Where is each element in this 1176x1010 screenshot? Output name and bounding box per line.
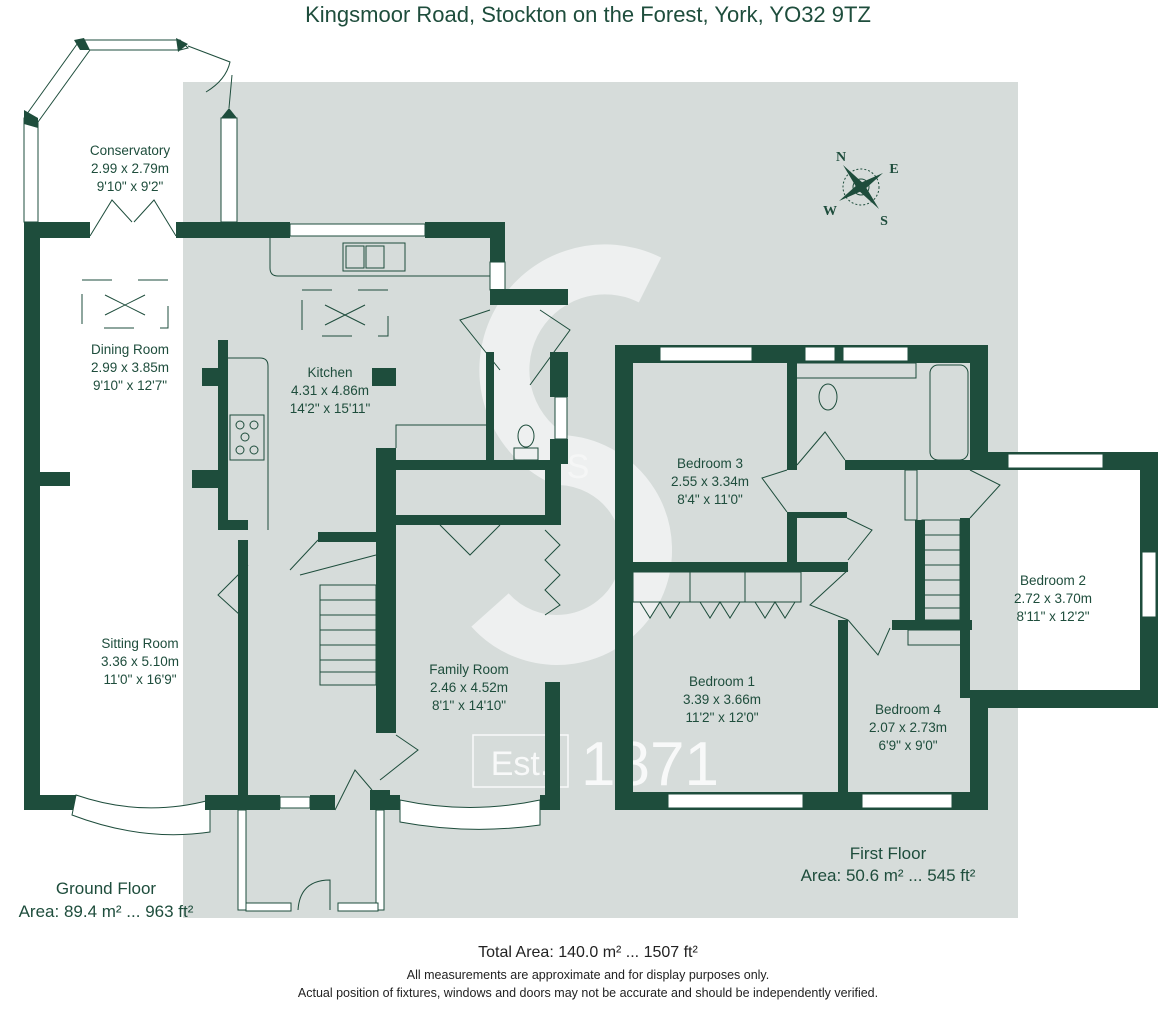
room-label-bedroom-1: Bedroom 1 3.39 x 3.66m 11'2" x 12'0"	[683, 674, 761, 725]
svg-text:2.55 x 3.34m: 2.55 x 3.34m	[671, 474, 749, 489]
svg-text:14'2" x 15'11": 14'2" x 15'11"	[290, 401, 371, 416]
watermark-letter: S	[567, 448, 590, 486]
svg-text:W: W	[823, 204, 837, 219]
svg-text:Sitting Room: Sitting Room	[101, 636, 178, 651]
disclaimer-line-1: All measurements are approximate and for…	[406, 968, 770, 982]
first-floor-plan	[615, 345, 1158, 810]
svg-text:N: N	[836, 150, 846, 165]
first-floor-area: Area: 50.6 m² ... 545 ft²	[801, 866, 976, 885]
svg-text:S: S	[880, 214, 888, 229]
svg-text:8'4" x 11'0": 8'4" x 11'0"	[677, 492, 743, 507]
room-label-bedroom-3: Bedroom 3 2.55 x 3.34m 8'4" x 11'0"	[671, 456, 749, 507]
ground-floor-label: Ground Floor	[56, 879, 156, 898]
ground-floor-plan	[23, 38, 571, 912]
conservatory-window-frame	[23, 39, 189, 223]
svg-text:4.31 x 4.86m: 4.31 x 4.86m	[291, 383, 369, 398]
svg-text:E: E	[889, 162, 898, 177]
property-address-title: Kingsmoor Road, Stockton on the Forest, …	[305, 2, 871, 27]
svg-text:9'10" x 9'2": 9'10" x 9'2"	[97, 179, 164, 194]
disclaimer-line-2: Actual position of fixtures, windows and…	[297, 986, 879, 1000]
svg-text:11'0" x 16'9": 11'0" x 16'9"	[103, 672, 176, 687]
first-floor-label: First Floor	[850, 844, 927, 863]
compass-rose-icon: N E S W	[823, 150, 899, 229]
svg-text:8'1" x 14'10": 8'1" x 14'10"	[432, 698, 506, 713]
svg-text:Bedroom 1: Bedroom 1	[689, 674, 755, 689]
svg-text:3.36 x 5.10m: 3.36 x 5.10m	[101, 654, 179, 669]
svg-text:3.39 x 3.66m: 3.39 x 3.66m	[683, 692, 761, 707]
svg-text:2.46 x 4.52m: 2.46 x 4.52m	[430, 680, 508, 695]
total-area: Total Area: 140.0 m² ... 1507 ft²	[478, 944, 698, 961]
svg-text:Bedroom 3: Bedroom 3	[677, 456, 743, 471]
room-label-family-room: Family Room 2.46 x 4.52m 8'1" x 14'10"	[429, 662, 509, 713]
room-label-dining-room: Dining Room 2.99 x 3.85m 9'10" x 12'7"	[91, 342, 169, 393]
svg-text:2.99 x 3.85m: 2.99 x 3.85m	[91, 360, 169, 375]
svg-text:2.07 x 2.73m: 2.07 x 2.73m	[869, 720, 947, 735]
room-label-bedroom-4: Bedroom 4 2.07 x 2.73m 6'9" x 9'0"	[869, 702, 947, 753]
room-label-conservatory: Conservatory 2.99 x 2.79m 9'10" x 9'2"	[90, 143, 171, 194]
svg-text:11'2" x 12'0": 11'2" x 12'0"	[685, 710, 758, 725]
svg-text:Dining Room: Dining Room	[91, 342, 169, 357]
svg-text:6'9" x 9'0": 6'9" x 9'0"	[878, 738, 937, 753]
svg-text:Kitchen: Kitchen	[307, 365, 352, 380]
room-label-sitting-room: Sitting Room 3.36 x 5.10m 11'0" x 16'9"	[101, 636, 179, 687]
room-label-bedroom-2: Bedroom 2 2.72 x 3.70m 8'11" x 12'2"	[1014, 573, 1092, 624]
svg-text:9'10" x 12'7": 9'10" x 12'7"	[93, 378, 167, 393]
svg-text:Family Room: Family Room	[429, 662, 509, 677]
room-label-kitchen: Kitchen 4.31 x 4.86m 14'2" x 15'11"	[290, 365, 371, 416]
svg-text:Bedroom 2: Bedroom 2	[1020, 573, 1086, 588]
svg-text:8'11" x 12'2": 8'11" x 12'2"	[1016, 609, 1089, 624]
ground-floor-area: Area: 89.4 m² ... 963 ft²	[19, 902, 194, 921]
watermark-est: Est.	[491, 745, 550, 783]
svg-text:Bedroom 4: Bedroom 4	[875, 702, 942, 717]
svg-text:2.99 x 2.79m: 2.99 x 2.79m	[91, 161, 169, 176]
svg-text:Conservatory: Conservatory	[90, 143, 171, 158]
svg-text:2.72 x 3.70m: 2.72 x 3.70m	[1014, 591, 1092, 606]
watermark-year: 1871	[581, 730, 719, 799]
